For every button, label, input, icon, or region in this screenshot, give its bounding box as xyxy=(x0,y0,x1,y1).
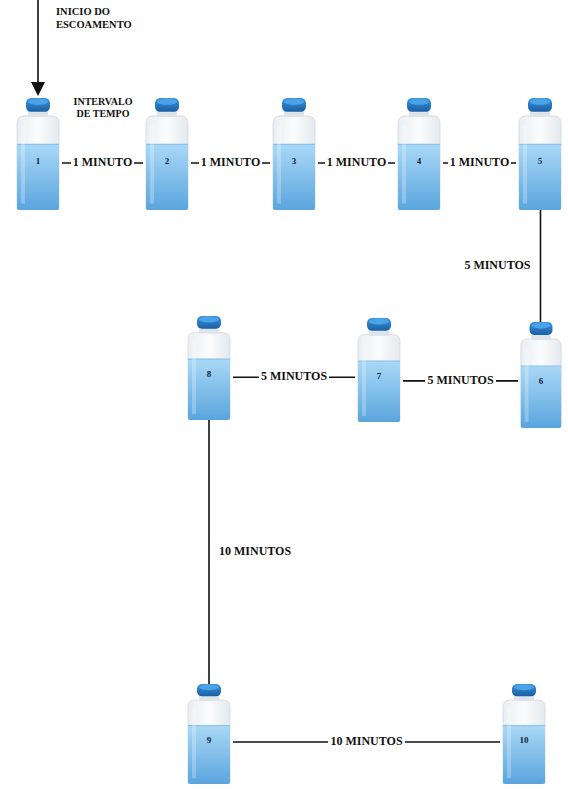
bottle-cap xyxy=(197,316,221,329)
bottle-node: 1 xyxy=(14,98,62,210)
interval-label: 1 MINUTO xyxy=(199,156,262,170)
bottle-node: 6 xyxy=(518,322,564,428)
interval-label: 10 MINUTOS xyxy=(217,545,293,559)
bottle-node: 8 xyxy=(185,316,233,420)
bottle-shape xyxy=(185,316,233,420)
bottle-number: 8 xyxy=(207,370,212,380)
bottle-cap xyxy=(530,322,553,335)
cap-top xyxy=(157,99,177,105)
bottle-cap xyxy=(282,98,306,112)
bottle-shape xyxy=(185,684,233,784)
bottle-number: 9 xyxy=(207,736,212,746)
bottle-body xyxy=(273,116,315,210)
bottle-shine xyxy=(192,342,196,415)
interval-label: 10 MINUTOS xyxy=(328,735,404,749)
cap-top xyxy=(28,99,48,105)
bottle-cap xyxy=(407,98,431,112)
bottle-shape xyxy=(516,98,564,210)
cap-top xyxy=(199,684,219,690)
bottle-cap xyxy=(155,98,179,112)
bottle-shine xyxy=(507,709,511,779)
interval-label: 5 MINUTOS xyxy=(462,259,532,273)
bottle-shine xyxy=(192,709,196,779)
bottle-body xyxy=(521,339,561,428)
interval-label: 5 MINUTOS xyxy=(425,374,495,388)
cap-top xyxy=(284,99,304,105)
cap-top xyxy=(199,316,219,322)
bottle-body xyxy=(358,335,400,422)
cap-top xyxy=(409,99,429,105)
bottle-number: 6 xyxy=(539,377,544,387)
bottle-body xyxy=(17,116,59,210)
bottle-shine xyxy=(150,125,154,203)
bottle-shine xyxy=(402,125,406,203)
cap-top xyxy=(531,323,550,329)
note-label: INTERVALO DE TEMPO xyxy=(70,96,136,120)
interval-label: 1 MINUTO xyxy=(325,156,388,170)
bottle-shine xyxy=(277,125,281,203)
bottle-number: 4 xyxy=(417,157,422,167)
bottle-shape xyxy=(518,322,564,428)
bottle-shine xyxy=(21,125,25,203)
bottle-body xyxy=(519,116,561,210)
bottle-number: 7 xyxy=(377,372,382,382)
bottle-shape xyxy=(500,684,548,784)
start-arrow-head xyxy=(31,82,45,96)
bottle-body xyxy=(188,333,230,420)
bottle-shape xyxy=(14,98,62,210)
bottle-node: 10 xyxy=(500,684,548,784)
interval-label: 1 MINUTO xyxy=(71,156,134,170)
start-arrow xyxy=(31,0,45,96)
cap-top xyxy=(514,684,534,690)
bottle-cap xyxy=(367,318,391,331)
bottle-shine xyxy=(525,348,529,422)
bottle-body xyxy=(503,700,545,784)
bottle-node: 9 xyxy=(185,684,233,784)
bottle-node: 2 xyxy=(143,98,191,210)
time-interval-line xyxy=(540,210,542,322)
bottle-body xyxy=(398,116,440,210)
bottle-cap xyxy=(26,98,50,112)
bottle-node: 3 xyxy=(270,98,318,210)
bottle-cap xyxy=(512,684,536,696)
bottle-cap xyxy=(528,98,552,112)
bottle-number: 5 xyxy=(538,157,543,167)
bottle-number: 1 xyxy=(36,157,41,167)
time-interval-line xyxy=(208,420,210,684)
bottle-shape xyxy=(355,318,403,422)
start-arrow-shaft xyxy=(37,0,39,84)
interval-label: 5 MINUTOS xyxy=(259,370,329,384)
bottle-body xyxy=(146,116,188,210)
bottle-cap xyxy=(197,684,221,696)
interval-label: 1 MINUTO xyxy=(448,156,511,170)
bottle-node: 5 xyxy=(516,98,564,210)
bottle-shape xyxy=(143,98,191,210)
bottle-body xyxy=(188,700,230,784)
bottle-node: 7 xyxy=(355,318,403,422)
bottle-shine xyxy=(523,125,527,203)
note-label: INICIO DO ESCOAMENTO xyxy=(56,6,140,31)
bottle-shine xyxy=(362,344,366,417)
bottle-node: 4 xyxy=(395,98,443,210)
cap-top xyxy=(369,318,389,324)
bottle-shape xyxy=(270,98,318,210)
bottle-number: 3 xyxy=(292,157,297,167)
bottle-number: 10 xyxy=(520,736,529,746)
cap-top xyxy=(530,99,550,105)
bottle-shape xyxy=(395,98,443,210)
bottle-number: 2 xyxy=(165,157,170,167)
